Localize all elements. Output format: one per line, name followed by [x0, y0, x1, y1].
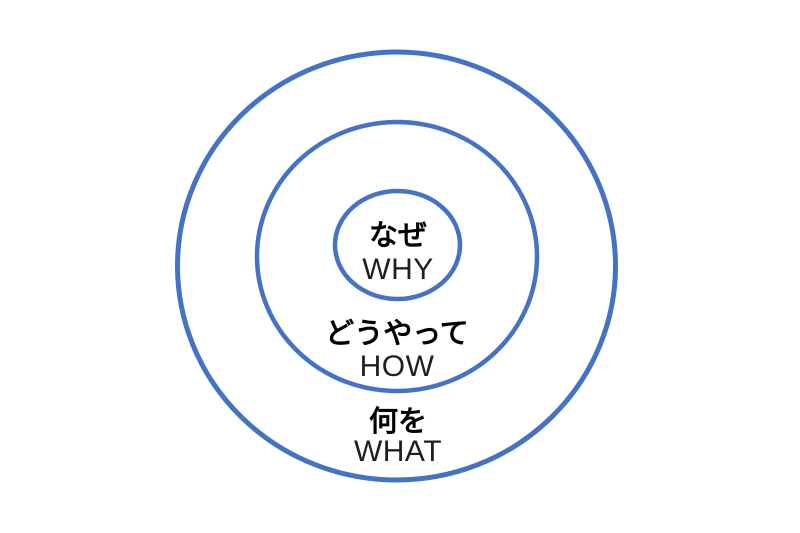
how-circle	[254, 119, 540, 394]
how-label-en: HOW	[359, 350, 435, 383]
what-label-en: WHAT	[353, 435, 443, 468]
how-label-jp: どうやって	[325, 318, 469, 350]
why-label-en: WHY	[362, 253, 434, 286]
why-circle	[332, 188, 463, 302]
what-label-jp: 何を	[368, 406, 428, 438]
why-label-jp: なぜ	[368, 220, 428, 252]
what-circle	[175, 49, 618, 483]
